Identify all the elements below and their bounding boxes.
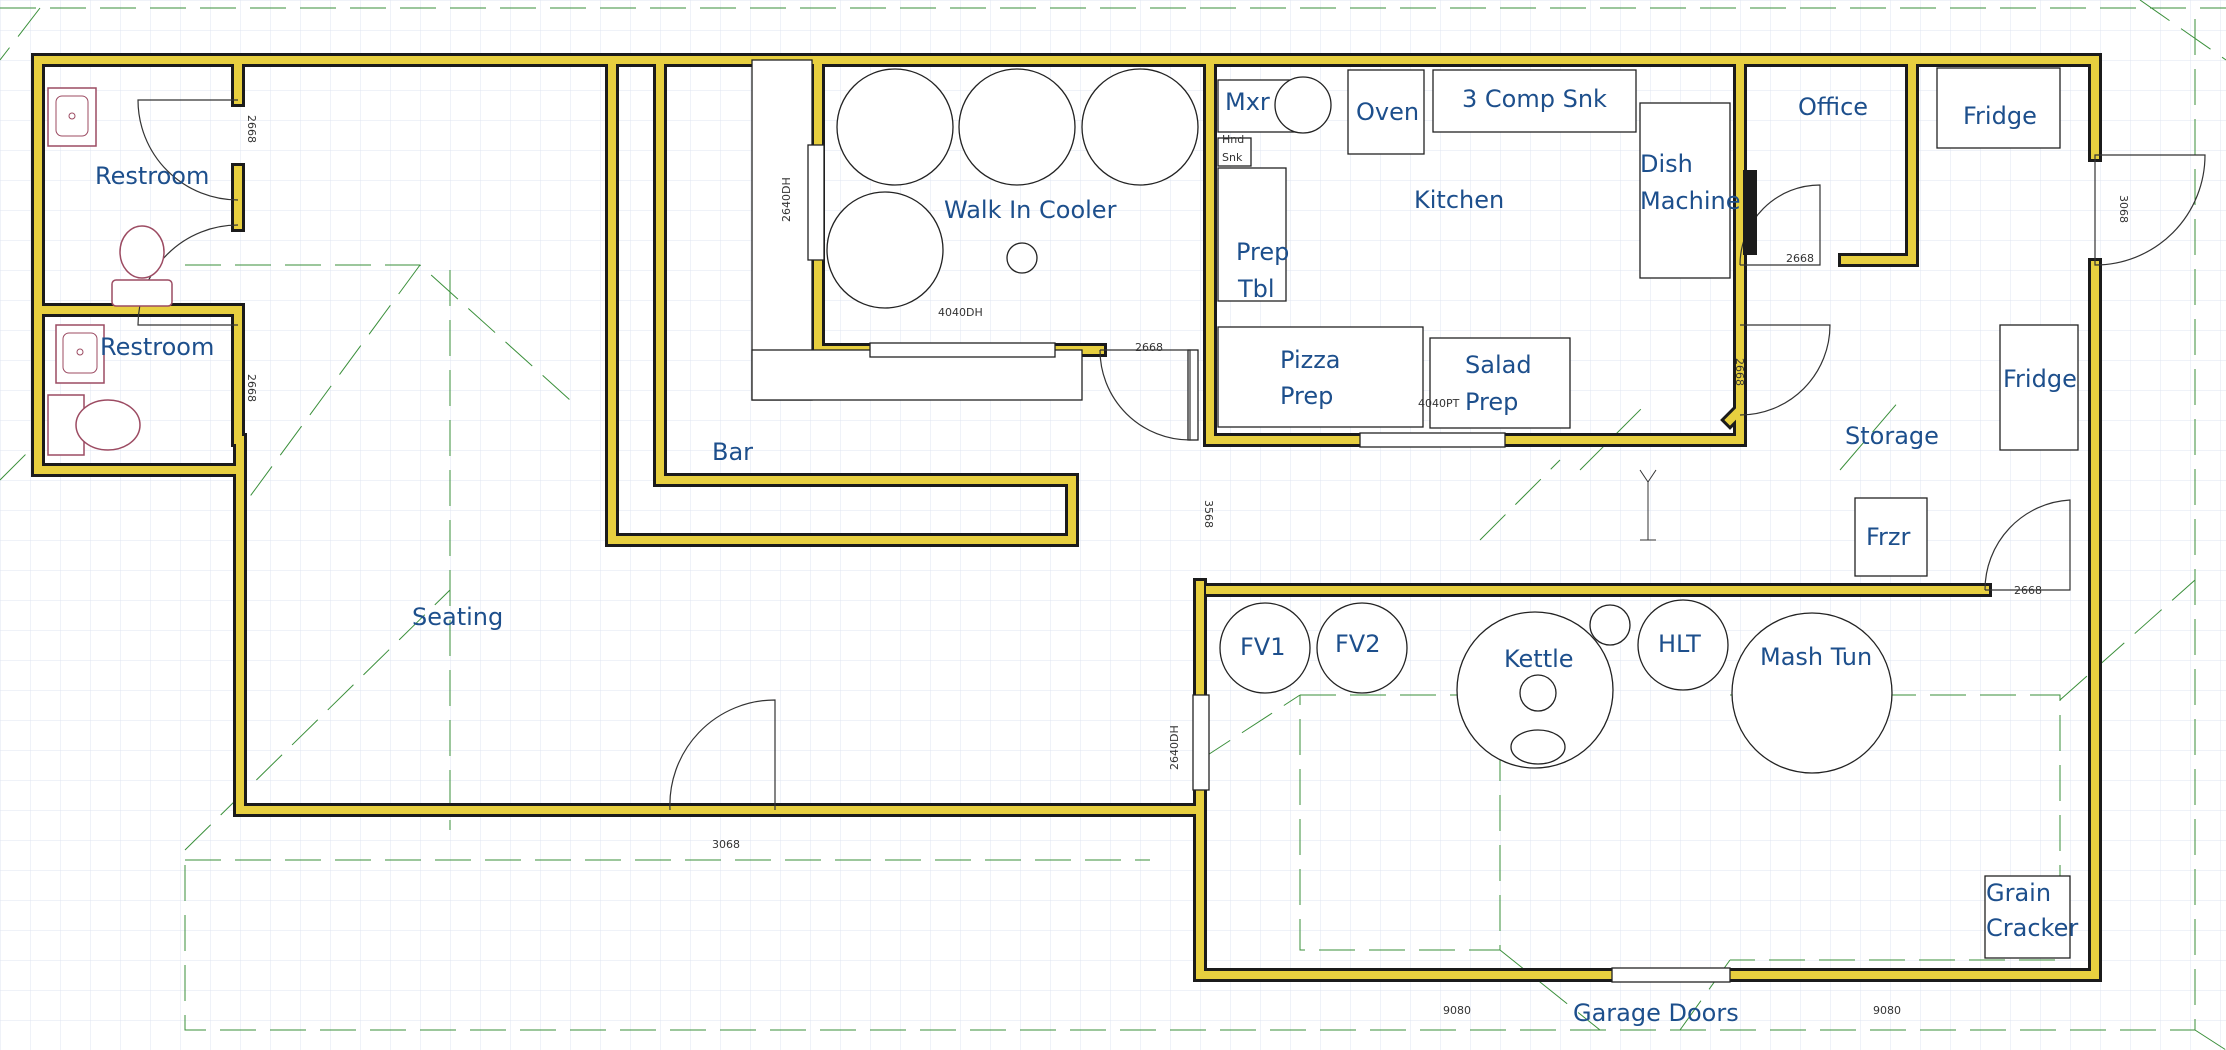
dim-brew-door: 2668 [2014, 584, 2042, 597]
label-grain-cracker-2: Cracker [1986, 914, 2078, 942]
label-hand-sink-2: Snk [1222, 151, 1243, 164]
label-hlt: HLT [1658, 630, 1701, 658]
toilet-2 [75, 399, 141, 451]
label-mixer: Mxr [1225, 88, 1270, 116]
label-pizza-prep-1: Pizza [1280, 346, 1341, 374]
dim-brew-window: 2640DH [1168, 725, 1181, 770]
dim-restroom1-door: 2668 [245, 115, 258, 143]
label-dish-machine-2: Machine [1640, 187, 1740, 215]
room-label-garage-doors: Garage Doors [1573, 999, 1739, 1027]
dim-office-door: 2668 [1786, 252, 1814, 265]
label-salad-prep-1: Salad [1465, 351, 1532, 379]
dim-cooler-window: 4040DH [938, 306, 983, 319]
room-label-restroom-1: Restroom [95, 162, 209, 190]
room-label-restroom-2: Restroom [100, 333, 214, 361]
label-freezer: Frzr [1866, 523, 1911, 551]
room-label-seating: Seating [412, 603, 503, 631]
label-fridge-top: Fridge [1963, 102, 2037, 130]
label-kettle: Kettle [1504, 645, 1574, 673]
dim-kitchen-pass: 4040PT [1418, 397, 1460, 410]
dim-entry-door: 3068 [712, 838, 740, 851]
label-fridge-storage: Fridge [2003, 365, 2077, 393]
doors [137, 99, 2206, 811]
label-hand-sink-1: Hnd [1222, 133, 1244, 146]
dim-restroom2-door: 2668 [245, 374, 258, 402]
label-mash-tun: Mash Tun [1760, 643, 1872, 671]
label-pizza-prep-2: Prep [1280, 382, 1333, 410]
room-label-bar: Bar [712, 438, 753, 466]
dim-garage-door-right: 9080 [1873, 1004, 1901, 1017]
sink-1 [47, 87, 97, 147]
room-label-storage: Storage [1845, 422, 1939, 450]
dim-storage-door-right: 2668 [1733, 358, 1746, 386]
label-3-comp-sink: 3 Comp Snk [1462, 85, 1607, 113]
dim-exterior-door-right: 3068 [2117, 195, 2130, 223]
storage-symbol [1639, 469, 1657, 541]
restroom-fixtures [47, 87, 173, 456]
room-label-walk-in-cooler: Walk In Cooler [944, 196, 1117, 224]
dim-opening-center: 3568 [1202, 500, 1215, 528]
toilet-1 [119, 225, 165, 279]
bar-counter [751, 59, 1083, 401]
sink-2 [55, 324, 105, 384]
label-oven: Oven [1356, 98, 1419, 126]
cooler-kegs [826, 68, 1199, 309]
label-dish-machine-1: Dish [1640, 150, 1693, 178]
room-label-kitchen: Kitchen [1414, 186, 1504, 214]
label-prep-table-1: Prep [1236, 238, 1289, 266]
label-salad-prep-2: Prep [1465, 388, 1518, 416]
label-grain-cracker-1: Grain [1986, 879, 2051, 907]
windows [807, 144, 1731, 983]
label-fv1: FV1 [1240, 633, 1286, 661]
kitchen-equipment [1217, 67, 2079, 959]
label-prep-table-2: Tbl [1237, 275, 1275, 303]
brew-vessels [1219, 599, 1893, 774]
dim-garage-door-left: 9080 [1443, 1004, 1471, 1017]
dim-kitchen-door: 2668 [1135, 341, 1163, 354]
dim-cooler-side-window: 2640DH [780, 177, 793, 222]
label-fv2: FV2 [1335, 630, 1381, 658]
room-label-office: Office [1798, 93, 1868, 121]
